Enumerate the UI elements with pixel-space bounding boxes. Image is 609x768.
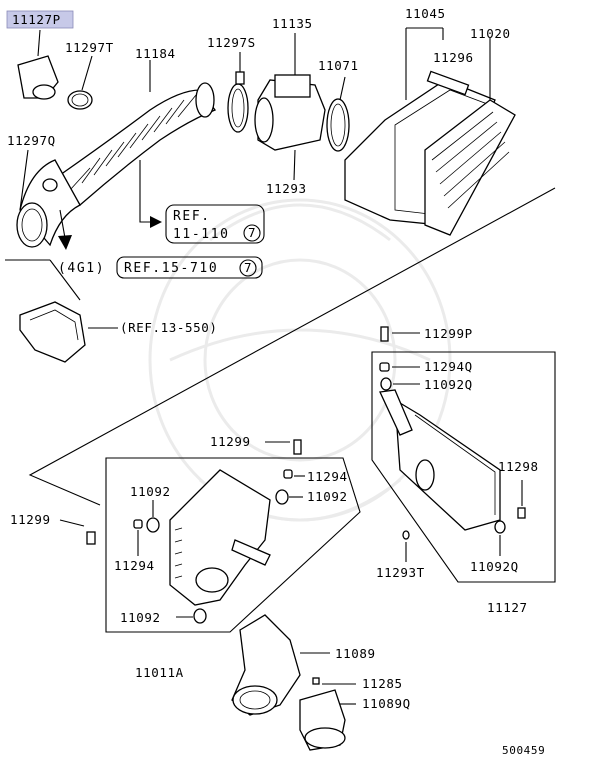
part-11297T-clamp[interactable] bbox=[67, 55, 93, 110]
part-label-11135: 11135 bbox=[272, 16, 313, 31]
watermark-emblem bbox=[148, 198, 452, 522]
ref-c-label: (REF.13-550) bbox=[120, 320, 218, 335]
part-11092Q2-grommet[interactable] bbox=[494, 520, 506, 556]
part-throttle-body-ref[interactable] bbox=[5, 259, 118, 363]
part-label-11294Q: 11294Q bbox=[424, 359, 473, 374]
part-label-11297T: 11297T bbox=[65, 40, 114, 55]
part-11293T-clip[interactable] bbox=[402, 530, 410, 562]
part-label-11092b: 11092 bbox=[130, 484, 171, 499]
part-label-11299b: 11299 bbox=[10, 512, 51, 527]
part-11011A-resonator[interactable] bbox=[169, 469, 271, 606]
part-11298-bolt[interactable] bbox=[517, 480, 526, 519]
part-11092-grommet-a[interactable] bbox=[146, 500, 160, 533]
part-label-11184: 11184 bbox=[135, 46, 176, 61]
part-11127-lower-case[interactable] bbox=[379, 389, 501, 531]
part-label-11297S: 11297S bbox=[207, 35, 256, 50]
part-11299-bolt-a[interactable] bbox=[265, 439, 302, 455]
part-11020-filter-element[interactable] bbox=[424, 38, 516, 236]
ref-box-11-110[interactable]: REF. 11-110 7 bbox=[139, 160, 265, 244]
part-label-11285: 11285 bbox=[362, 676, 403, 691]
diagram-code: 500459 bbox=[502, 744, 545, 757]
part-11299-bolt-b[interactable] bbox=[59, 519, 96, 545]
ref-box-15-710[interactable]: REF.15-710 7 bbox=[58, 209, 263, 279]
section-divider bbox=[28, 187, 556, 506]
part-label-11089: 11089 bbox=[335, 646, 376, 661]
part-11127P-cap[interactable] bbox=[17, 29, 59, 100]
part-11092Q-grommet[interactable] bbox=[380, 377, 420, 391]
part-label-11293T: 11293T bbox=[376, 565, 425, 580]
part-label-11293: 11293 bbox=[266, 181, 307, 196]
part-label-11297Q: 11297Q bbox=[7, 133, 56, 148]
part-hose-elbow[interactable] bbox=[16, 149, 81, 248]
ref-a-circle: 7 bbox=[248, 225, 256, 240]
ref-a-title: REF. bbox=[173, 209, 211, 224]
engine-label: (4G1) bbox=[58, 261, 105, 276]
part-label-11092: 11092 bbox=[307, 489, 348, 504]
ref-b-circle: 7 bbox=[244, 260, 252, 275]
part-label-11294: 11294 bbox=[307, 469, 348, 484]
part-11092-grommet-b[interactable] bbox=[176, 608, 207, 624]
ref-a-number: 11-110 bbox=[173, 227, 230, 242]
ref-b-number: REF.15-710 bbox=[124, 261, 218, 276]
part-label-11092Q: 11092Q bbox=[424, 377, 473, 392]
highlight-part-badge[interactable]: 11127P bbox=[6, 10, 74, 29]
part-label-11092c: 11092 bbox=[120, 610, 161, 625]
part-11285-clip[interactable] bbox=[312, 677, 356, 685]
part-label-11299: 11299 bbox=[210, 434, 251, 449]
part-label-11127P: 11127P bbox=[12, 12, 61, 27]
part-label-11045: 11045 bbox=[405, 6, 446, 21]
part-label-11299P: 11299P bbox=[424, 326, 473, 341]
part-label-11294b: 11294 bbox=[114, 558, 155, 573]
part-11089Q-bracket[interactable] bbox=[299, 689, 356, 751]
part-11297S-clamp[interactable] bbox=[227, 52, 249, 133]
part-11045-upper-case[interactable] bbox=[344, 27, 496, 226]
part-label-11071: 11071 bbox=[318, 58, 359, 73]
box-11127 bbox=[371, 351, 556, 583]
part-11092-grommet-c[interactable] bbox=[275, 489, 303, 505]
part-11294Q-grommet[interactable] bbox=[379, 362, 420, 372]
part-label-11298: 11298 bbox=[498, 459, 539, 474]
part-label-11092Q2: 11092Q bbox=[470, 559, 519, 574]
part-label-11296: 11296 bbox=[433, 50, 474, 65]
part-11071-gasket[interactable] bbox=[326, 76, 350, 152]
part-11089-duct[interactable] bbox=[231, 614, 330, 716]
part-11184-intake-hose[interactable] bbox=[59, 60, 217, 206]
part-label-11011A: 11011A bbox=[135, 665, 184, 680]
part-11294-grommet-b[interactable] bbox=[283, 469, 305, 479]
part-11294-grommet-a[interactable] bbox=[133, 519, 143, 556]
part-label-11127: 11127 bbox=[487, 600, 528, 615]
part-11135-airflow-sensor[interactable] bbox=[254, 33, 326, 181]
part-11299P-bolt[interactable] bbox=[380, 326, 420, 342]
part-label-11020: 11020 bbox=[470, 26, 511, 41]
box-11011A bbox=[105, 457, 361, 633]
part-label-11089Q: 11089Q bbox=[362, 696, 411, 711]
